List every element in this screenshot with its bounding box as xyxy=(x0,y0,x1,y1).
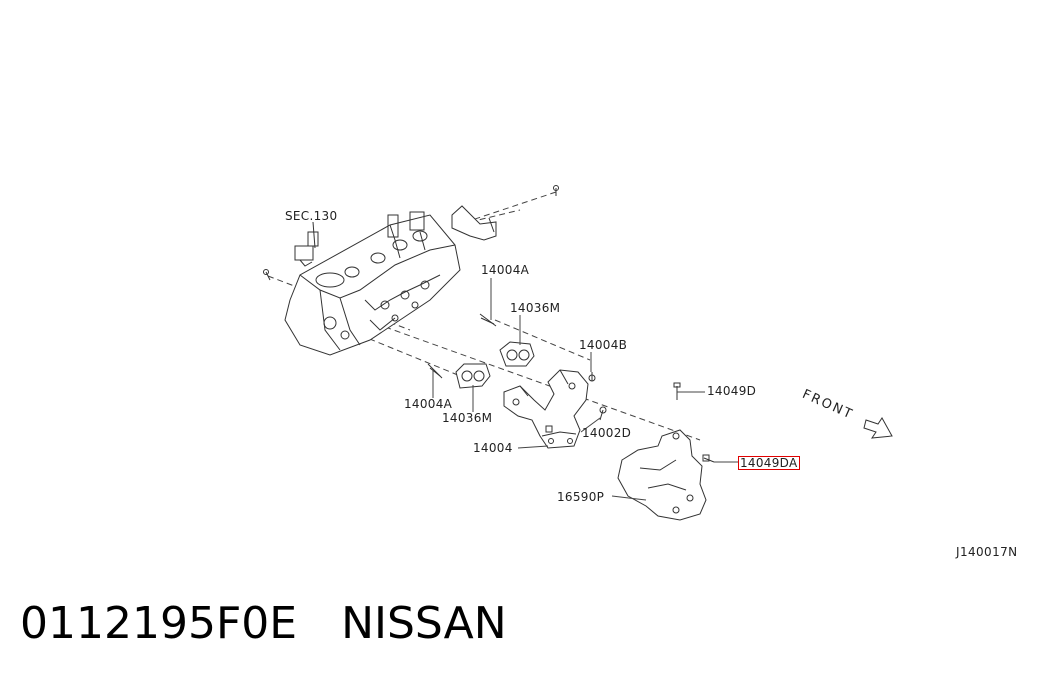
label-14002D[interactable]: 14002D xyxy=(582,426,632,440)
exhaust-manifold-part xyxy=(503,369,589,449)
label-14036M-top[interactable]: 14036M xyxy=(510,301,561,315)
heat-shield-part xyxy=(617,429,707,521)
label-14049DA-highlighted[interactable]: 14049DA xyxy=(738,456,800,470)
cylinder-head-part xyxy=(284,211,461,356)
label-14004A-top[interactable]: 14004A xyxy=(481,263,530,277)
label-14004A-bottom[interactable]: 14004A xyxy=(404,397,453,411)
bolts xyxy=(263,185,715,463)
stud-14004A-top xyxy=(479,313,497,327)
sensor-part xyxy=(294,221,319,267)
caption: 0112195F0E NISSAN xyxy=(20,598,507,649)
diagram-code: J140017N xyxy=(956,545,1018,559)
label-14004[interactable]: 14004 xyxy=(473,441,513,455)
front-arrow-icon xyxy=(863,417,893,439)
label-sec-130[interactable]: SEC.130 xyxy=(285,209,338,223)
bracket-part xyxy=(451,205,497,241)
brand-name: NISSAN xyxy=(341,598,507,649)
label-14004B[interactable]: 14004B xyxy=(579,338,628,352)
leader-lines xyxy=(432,278,738,501)
part-number: 0112195F0E xyxy=(20,598,298,649)
label-16590P[interactable]: 16590P xyxy=(557,490,605,504)
label-14049D[interactable]: 14049D xyxy=(707,384,757,398)
gasket-14036M-top xyxy=(499,341,535,367)
stud-14004A-bottom xyxy=(427,363,443,379)
label-14036M-bottom[interactable]: 14036M xyxy=(442,411,493,425)
gasket-14036M-bottom xyxy=(455,363,491,389)
